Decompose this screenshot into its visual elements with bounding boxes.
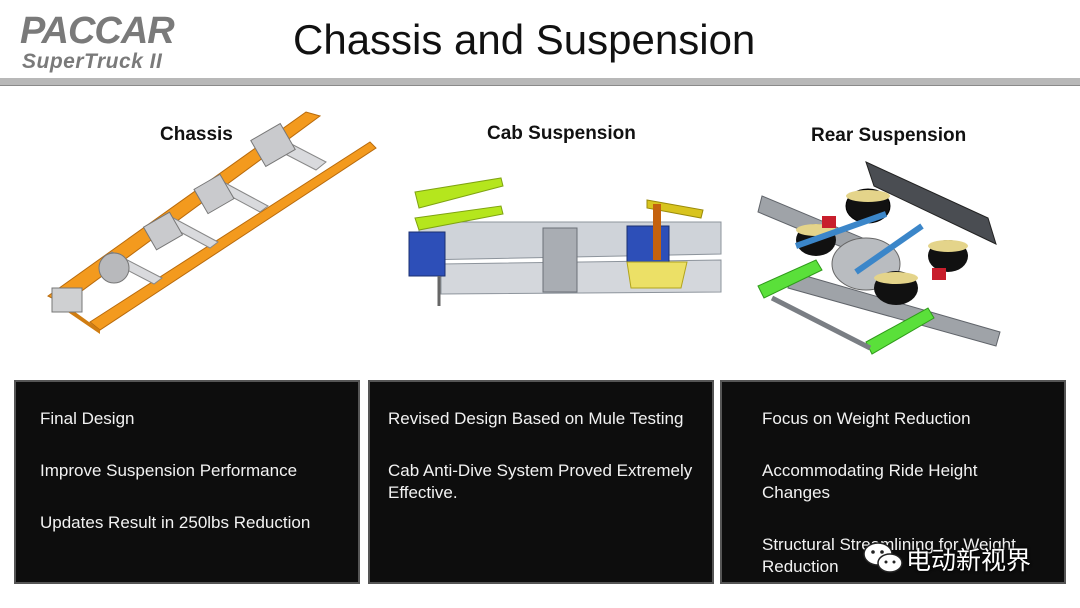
chassis-bullet: Final Design — [40, 409, 135, 428]
slide-title: Chassis and Suspension — [293, 16, 756, 63]
rear-suspension-illustration — [757, 161, 1001, 355]
chassis-bullet: Improve Suspension Performance — [40, 461, 298, 480]
rear-suspension-bullet: Accommodating Ride Height Changes — [762, 461, 978, 502]
rear-suspension-heading: Rear Suspension — [811, 125, 967, 146]
rear-suspension-panel: Focus on Weight Reduction Accommodating … — [720, 380, 1066, 584]
chassis-heading: Chassis — [160, 124, 233, 145]
chassis-panel: Final Design Improve Suspension Performa… — [14, 380, 360, 584]
cab-suspension-bullet: Cab Anti-Dive System Proved Extremely Ef… — [388, 461, 693, 502]
chassis-bullet: Updates Result in 250lbs Reduction — [40, 513, 311, 532]
cab-suspension-heading: Cab Suspension — [487, 123, 636, 144]
cab-suspension-illustration — [408, 177, 722, 306]
rear-suspension-bullet: Focus on Weight Reduction — [762, 409, 971, 428]
logo-brand: PACCAR — [20, 10, 175, 52]
logo-program: SuperTruck II — [22, 50, 163, 73]
title-divider — [0, 78, 1080, 86]
cab-suspension-bullet: Revised Design Based on Mule Testing — [388, 409, 684, 428]
rear-suspension-bullet: Structural Streamlining for Weight Reduc… — [762, 535, 1016, 576]
chassis-illustration — [47, 111, 377, 334]
cab-suspension-panel: Revised Design Based on Mule Testing Cab… — [368, 380, 714, 584]
watermark: 电动新视界 — [862, 536, 1062, 580]
paccar-logo: PACCAR SuperTruck II — [14, 8, 234, 74]
wechat-icon — [863, 542, 903, 573]
watermark-text: 电动新视界 — [906, 546, 1032, 575]
